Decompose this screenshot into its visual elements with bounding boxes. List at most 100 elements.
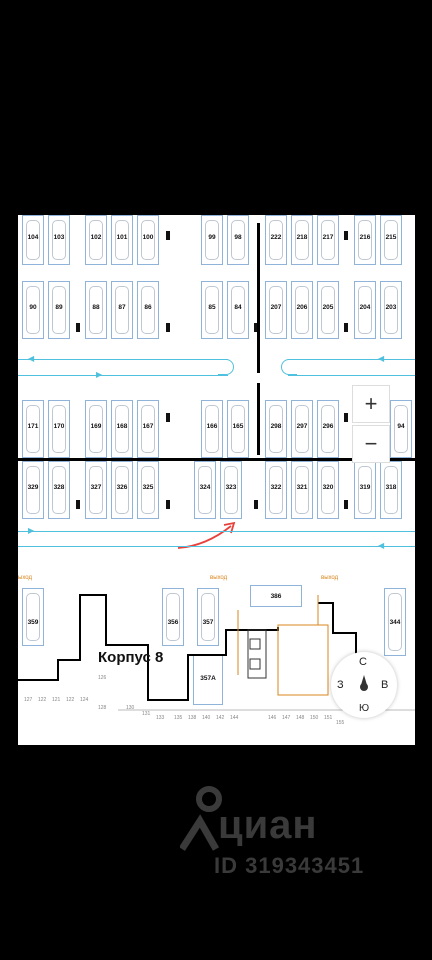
wall xyxy=(18,458,415,461)
compass[interactable]: С Ю З В xyxy=(331,652,397,718)
parking-spot[interactable]: 170 xyxy=(48,400,70,458)
parking-spot[interactable]: 222 xyxy=(265,215,287,265)
driving-lane xyxy=(18,359,228,360)
spot-number: 102 xyxy=(90,234,102,241)
parking-spot[interactable]: 171 xyxy=(22,400,44,458)
car-outline xyxy=(388,593,402,651)
parking-spot[interactable]: 329 xyxy=(22,461,44,519)
spot-number: 323 xyxy=(225,484,237,491)
wall xyxy=(257,223,260,373)
parking-spot[interactable]: 87 xyxy=(111,281,133,339)
spot-number: 298 xyxy=(270,423,282,430)
parking-spot[interactable]: 215 xyxy=(380,215,402,265)
parking-spot[interactable]: 319 xyxy=(354,461,376,519)
spot-number: 218 xyxy=(296,234,308,241)
parking-spot[interactable]: 86 xyxy=(137,281,159,339)
spot-number: 357 xyxy=(202,619,214,626)
small-spot-number: 128 xyxy=(98,705,107,711)
parking-spot[interactable]: 318 xyxy=(380,461,402,519)
small-spot-number: 146 xyxy=(268,715,277,721)
parking-spot[interactable]: 344 xyxy=(384,588,406,656)
parking-spot[interactable]: 169 xyxy=(85,400,107,458)
parking-spot[interactable]: 84 xyxy=(227,281,249,339)
car-outline xyxy=(358,220,372,260)
parking-spot[interactable]: 216 xyxy=(354,215,376,265)
wall xyxy=(257,383,260,455)
zoom-out-button[interactable]: − xyxy=(352,425,390,463)
car-outline xyxy=(384,466,398,514)
parking-spot[interactable]: 205 xyxy=(317,281,339,339)
car-outline xyxy=(231,220,245,260)
parking-spot[interactable]: 166 xyxy=(201,400,223,458)
parking-spot[interactable]: 204 xyxy=(354,281,376,339)
parking-spot[interactable]: 357A xyxy=(193,655,223,705)
parking-spot[interactable]: 324 xyxy=(194,461,216,519)
small-spot-number: 122 xyxy=(66,697,75,703)
car-outline xyxy=(269,286,283,334)
spot-number: 217 xyxy=(322,234,334,241)
parking-spot[interactable]: 325 xyxy=(137,461,159,519)
parking-spot[interactable]: 100 xyxy=(137,215,159,265)
spot-number: 100 xyxy=(142,234,154,241)
parking-spot[interactable]: 359 xyxy=(22,588,44,646)
parking-spot[interactable]: 328 xyxy=(48,461,70,519)
parking-spot[interactable]: 101 xyxy=(111,215,133,265)
parking-spot[interactable]: 296 xyxy=(317,400,339,458)
parking-spot[interactable]: 90 xyxy=(22,281,44,339)
parking-spot[interactable]: 168 xyxy=(111,400,133,458)
compass-south: Ю xyxy=(359,703,370,714)
parking-spot[interactable]: 326 xyxy=(111,461,133,519)
cian-logo: циан xyxy=(179,785,317,856)
parking-spot[interactable]: 98 xyxy=(227,215,249,265)
parking-spot[interactable]: 218 xyxy=(291,215,313,265)
parking-spot[interactable]: 99 xyxy=(201,215,223,265)
parking-spot[interactable]: 88 xyxy=(85,281,107,339)
spot-number: 86 xyxy=(144,304,152,311)
parking-spot[interactable]: 298 xyxy=(265,400,287,458)
parking-spot[interactable]: 206 xyxy=(291,281,313,339)
parking-spot[interactable]: 89 xyxy=(48,281,70,339)
car-outline xyxy=(52,286,66,334)
car-outline xyxy=(205,286,219,334)
parking-spot[interactable]: 356 xyxy=(162,588,184,646)
small-spot-number: 124 xyxy=(80,697,89,703)
spot-number: 99 xyxy=(208,234,216,241)
parking-spot[interactable]: 327 xyxy=(85,461,107,519)
parking-spot[interactable]: 167 xyxy=(137,400,159,458)
parking-spot[interactable]: 207 xyxy=(265,281,287,339)
parking-spot[interactable]: 321 xyxy=(291,461,313,519)
parking-map[interactable]: 104 103 102 101 100 99 98 222 218 217 21… xyxy=(18,215,415,745)
spot-number: 325 xyxy=(142,484,154,491)
parking-spot[interactable]: 94 xyxy=(390,400,412,458)
small-spot-number: 150 xyxy=(310,715,319,721)
parking-spot[interactable]: 103 xyxy=(48,215,70,265)
car-outline xyxy=(358,466,372,514)
spot-number: 205 xyxy=(322,304,334,311)
parking-spot[interactable]: 297 xyxy=(291,400,313,458)
car-outline xyxy=(89,466,103,514)
car-outline xyxy=(269,220,283,260)
parking-spot[interactable]: 357 xyxy=(197,588,219,646)
parking-spot[interactable]: 320 xyxy=(317,461,339,519)
parking-spot[interactable]: 386 xyxy=(250,585,302,607)
car-outline xyxy=(321,405,335,453)
compass-east: В xyxy=(381,679,389,691)
parking-spot[interactable]: 165 xyxy=(227,400,249,458)
pillar xyxy=(344,231,348,240)
driving-lane xyxy=(288,359,415,360)
spot-number: 222 xyxy=(270,234,282,241)
parking-spot[interactable]: 203 xyxy=(380,281,402,339)
parking-spot[interactable]: 322 xyxy=(265,461,287,519)
pillar xyxy=(254,323,258,332)
small-spot-number: 135 xyxy=(174,715,183,721)
parking-spot[interactable]: 102 xyxy=(85,215,107,265)
parking-spot[interactable]: 85 xyxy=(201,281,223,339)
pillar xyxy=(76,323,80,332)
spot-number: 207 xyxy=(270,304,282,311)
zoom-in-button[interactable]: + xyxy=(352,385,390,423)
car-outline xyxy=(52,220,66,260)
parking-spot[interactable]: 104 xyxy=(22,215,44,265)
parking-spot[interactable]: 217 xyxy=(317,215,339,265)
spot-number: 357A xyxy=(200,675,216,682)
parking-spot[interactable]: 323 xyxy=(220,461,242,519)
